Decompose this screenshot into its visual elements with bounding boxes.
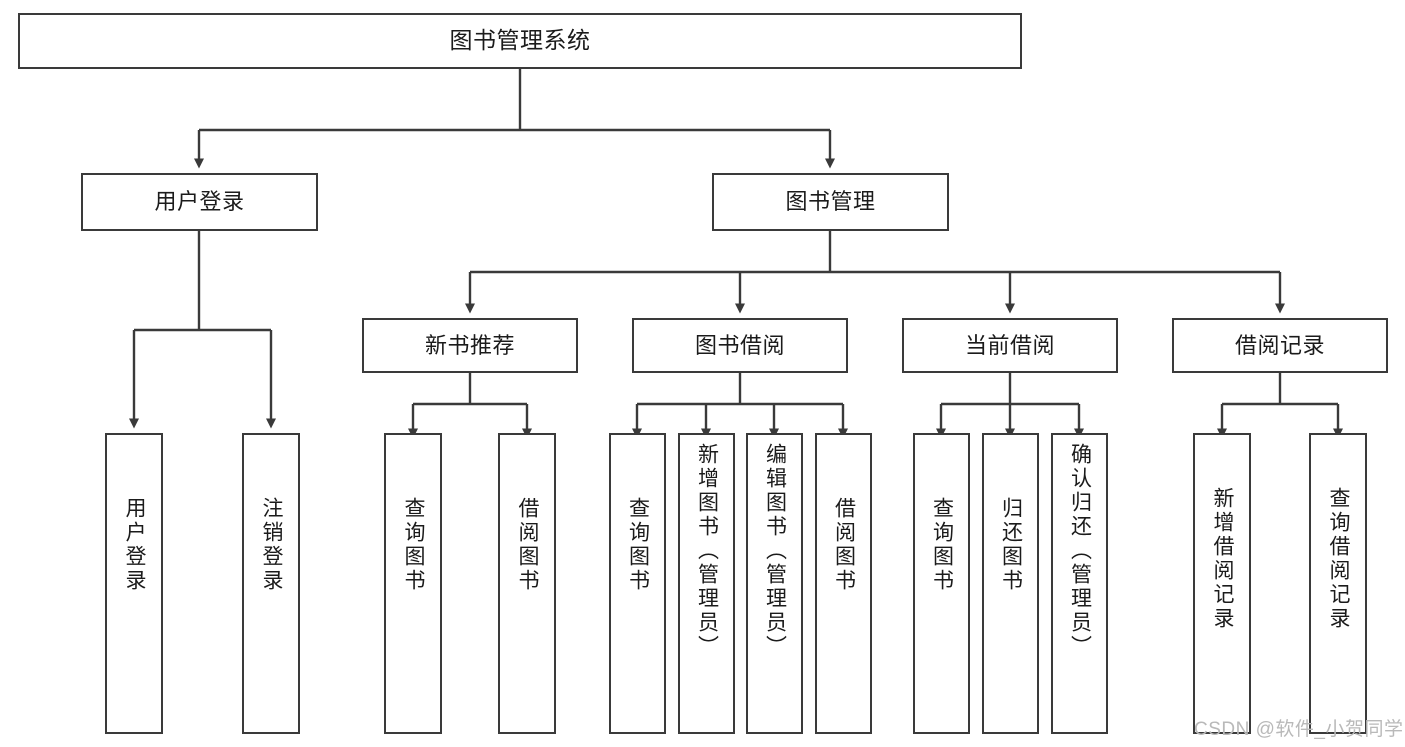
node-label: 当前借阅: [964, 332, 1055, 358]
node-label: 查询图书: [930, 497, 954, 593]
leaf-borrow-add-book-admin[interactable]: 新增图书（管理员）: [678, 433, 735, 734]
node-label: 用户登录: [154, 189, 245, 215]
leaf-borrow-borrow-book[interactable]: 借阅图书: [815, 433, 872, 734]
node-label: 注销登录: [260, 497, 284, 593]
node-book-borrow[interactable]: 图书借阅: [632, 318, 848, 373]
node-label: 借阅图书: [516, 497, 540, 593]
node-label: 归还图书: [999, 497, 1023, 593]
leaf-borrow-edit-book-admin[interactable]: 编辑图书（管理员）: [746, 433, 803, 734]
node-root-system[interactable]: 图书管理系统: [18, 13, 1022, 69]
leaf-new-book-query[interactable]: 查询图书: [384, 433, 442, 734]
node-label: 新书推荐: [424, 332, 515, 358]
node-label: 借阅图书: [832, 497, 856, 593]
node-label: 查询图书: [402, 497, 426, 593]
leaf-user-login-signin[interactable]: 用户登录: [105, 433, 163, 734]
node-label: 新增图书（管理员）: [695, 443, 719, 659]
node-label: 查询借阅记录: [1327, 487, 1351, 631]
node-label: 查询图书: [626, 497, 650, 593]
node-label: 用户登录: [123, 497, 147, 593]
node-label: 图书借阅: [694, 332, 785, 358]
node-label: 借阅记录: [1234, 332, 1325, 358]
node-user-login[interactable]: 用户登录: [81, 173, 318, 231]
node-current-borrow[interactable]: 当前借阅: [902, 318, 1118, 373]
leaf-current-confirm-return-admin[interactable]: 确认归还（管理员）: [1051, 433, 1108, 734]
node-label: 图书管理: [785, 189, 876, 215]
leaf-current-return-book[interactable]: 归还图书: [982, 433, 1039, 734]
node-book-management[interactable]: 图书管理: [712, 173, 949, 231]
leaf-current-query-book[interactable]: 查询图书: [913, 433, 970, 734]
node-new-book-recommend[interactable]: 新书推荐: [362, 318, 578, 373]
node-label: 图书管理系统: [449, 27, 591, 54]
node-label: 新增借阅记录: [1211, 487, 1235, 631]
leaf-new-book-borrow[interactable]: 借阅图书: [498, 433, 556, 734]
node-borrow-record[interactable]: 借阅记录: [1172, 318, 1388, 373]
leaf-user-login-signout[interactable]: 注销登录: [242, 433, 300, 734]
node-label: 编辑图书（管理员）: [763, 443, 787, 659]
leaf-record-add-record[interactable]: 新增借阅记录: [1193, 433, 1251, 734]
watermark-text: CSDN @软件_小贺同学: [1194, 719, 1404, 740]
node-label: 确认归还（管理员）: [1068, 443, 1092, 659]
leaf-record-query-record[interactable]: 查询借阅记录: [1309, 433, 1367, 734]
leaf-borrow-query-book[interactable]: 查询图书: [609, 433, 666, 734]
